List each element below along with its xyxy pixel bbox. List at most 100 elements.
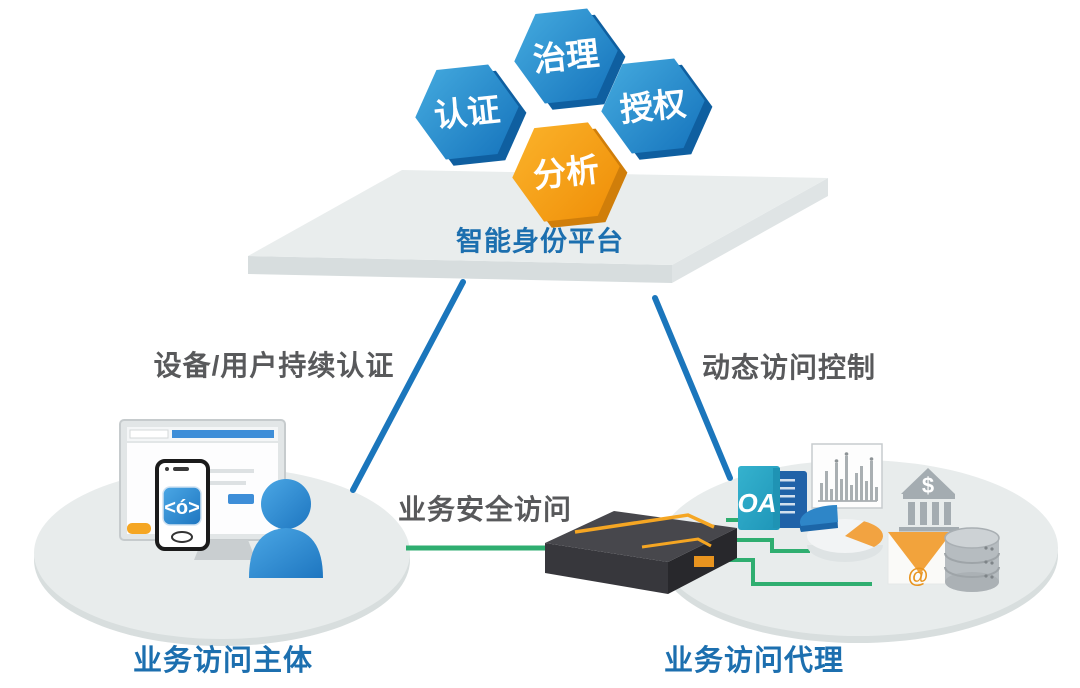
hexagon-authorization-label: 授权: [618, 85, 688, 129]
bar: [855, 473, 858, 501]
gateway-appliance-icon: [545, 511, 737, 594]
bank-entablature: [903, 494, 955, 499]
db-led: [990, 547, 994, 551]
oa-text-line: [780, 479, 795, 482]
hexagon-authorization: 授权: [601, 58, 713, 160]
hexagon-authentication-label: 认证: [432, 91, 502, 135]
right-edge-label: 动态访问控制: [701, 352, 877, 383]
oa-back-book: [773, 471, 807, 528]
proxy-link-line-2: [733, 538, 810, 553]
center-edge-label: 业务安全访问: [397, 494, 573, 525]
hexagon-face: [415, 64, 519, 160]
db-top: [944, 527, 1000, 549]
user-head: [261, 479, 311, 529]
pie-chart-icon: [799, 505, 883, 562]
hexagon-face: [512, 122, 620, 222]
gateway-accent-line-2: [641, 537, 712, 549]
gateway-front-left: [545, 543, 668, 594]
bar: [860, 466, 863, 501]
gateway-badge: [694, 556, 714, 567]
db-led: [984, 574, 988, 578]
chat-button: [127, 523, 151, 534]
gateway-top-face: [545, 511, 737, 562]
phone-app-icon: [162, 486, 202, 526]
oa-app-icon: OA: [738, 466, 807, 530]
browser-address-field: [129, 429, 169, 439]
oa-text-line: [780, 487, 795, 490]
login-button: [228, 494, 254, 504]
oa-front-cover: [738, 466, 780, 530]
left-edge-label: 设备/用户持续认证: [153, 350, 395, 381]
hexagon-analysis-label: 分析: [531, 151, 601, 195]
user-body: [249, 528, 323, 578]
platform-label: 智能身份平台: [456, 226, 624, 257]
bar: [835, 463, 838, 501]
email-icon: @: [887, 531, 953, 588]
bar: [865, 481, 868, 501]
phone-app-logo-icon: <ó>: [164, 497, 200, 519]
hexagon-face: [514, 8, 618, 104]
bar-chart-point: [869, 457, 874, 461]
pie-slice-blue: [799, 505, 838, 526]
user-figure-icon: [249, 479, 323, 578]
bar-chart-point: [834, 459, 839, 463]
oa-text-line: [780, 503, 795, 506]
bank-icon: $: [899, 468, 959, 532]
browser-blue-bar: [172, 430, 274, 438]
db-band: [944, 552, 1000, 564]
platform-top-face: [248, 170, 828, 265]
bank-column: [908, 502, 915, 525]
proxy-node-label: 业务访问代理: [663, 645, 845, 677]
hexagon-governance: 治理: [514, 8, 626, 110]
smartphone-icon: <ó>: [155, 459, 210, 551]
bank-roof: [901, 468, 955, 494]
login-field-line-1: [206, 469, 254, 473]
oa-label: OA: [738, 488, 777, 518]
bar-chart-bars: [820, 456, 878, 501]
db-led: [984, 560, 988, 564]
oa-text-line: [780, 511, 795, 514]
oa-cover-edge: [773, 468, 780, 528]
bar-chart-point: [844, 452, 849, 456]
hexagon-authentication: 认证: [415, 64, 527, 166]
phone-camera: [165, 467, 169, 471]
email-flap: [888, 532, 952, 574]
bar: [870, 461, 873, 501]
bar: [840, 479, 843, 501]
bank-column: [920, 502, 927, 525]
bar: [830, 489, 833, 501]
hexagon-face: [601, 58, 705, 154]
hexagon-analysis: 分析: [512, 122, 628, 228]
bar: [850, 485, 853, 501]
bank-base: [899, 527, 959, 532]
monitor-stand: [194, 540, 256, 560]
right-connection-line: [652, 295, 733, 481]
bar: [845, 456, 848, 501]
db-led: [990, 561, 994, 565]
bar-chart-icon: [811, 443, 883, 509]
email-at-symbol: @: [908, 565, 928, 588]
bank-column: [932, 502, 939, 525]
phone-speaker: [173, 467, 189, 471]
db-led: [984, 546, 988, 550]
db-led: [990, 575, 994, 579]
pie-slice-orange: [845, 521, 883, 547]
subject-node-label: 业务访问主体: [132, 645, 314, 677]
hexagon-governance-label: 治理: [531, 35, 601, 79]
identity-platform-surface: [248, 170, 828, 283]
platform-right-edge: [672, 178, 828, 283]
gateway-accent-line-1: [574, 513, 715, 534]
bar: [820, 483, 823, 501]
proxy-link-line-3: [722, 558, 872, 586]
database-icon: [944, 527, 1000, 592]
bank-dollar-symbol: $: [922, 473, 934, 498]
oa-text-line: [780, 495, 795, 498]
phone-home-button: [171, 531, 193, 543]
bank-column: [944, 502, 951, 525]
bar: [825, 471, 828, 501]
db-band: [944, 566, 1000, 578]
login-field-line-2: [206, 481, 246, 485]
bar: [875, 487, 878, 501]
